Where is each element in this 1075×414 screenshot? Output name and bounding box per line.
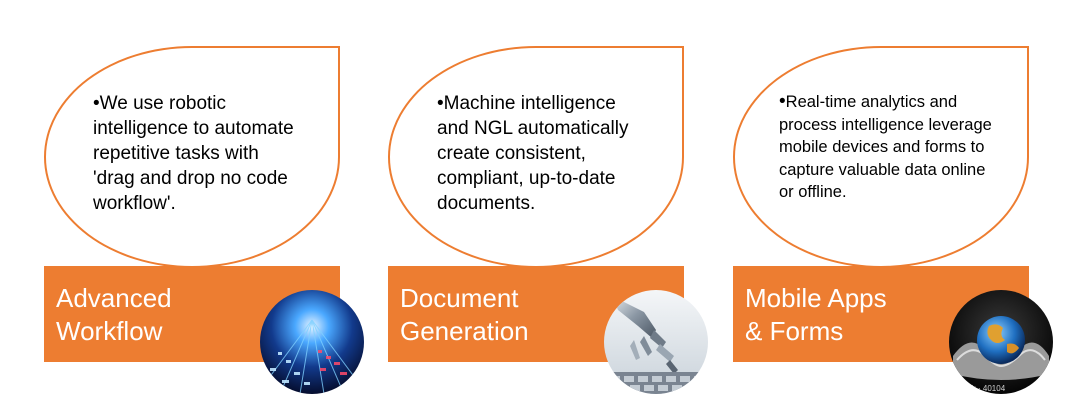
card-document-generation: •Machine intelligence and NGL automatica… — [388, 0, 733, 414]
speech-bubble: •We use robotic intelligence to automate… — [44, 46, 340, 268]
description: Machine intelligence and NGL automatical… — [437, 93, 629, 214]
description: Real-time analytics and process intellig… — [779, 93, 992, 201]
title-line-1: Mobile Apps — [745, 283, 887, 313]
card-title: Document Generation — [400, 282, 529, 348]
description: We use robotic intelligence to automate … — [93, 93, 294, 214]
bullet: • — [779, 91, 786, 112]
title-line-2: Generation — [400, 316, 529, 346]
bubble-text: •Real-time analytics and process intelli… — [779, 91, 994, 204]
card-advanced-workflow: •We use robotic intelligence to automate… — [44, 0, 389, 414]
bullet: • — [93, 93, 100, 114]
data-stream-icon — [260, 290, 364, 394]
speech-bubble: •Machine intelligence and NGL automatica… — [388, 46, 684, 268]
speech-bubble: •Real-time analytics and process intelli… — [733, 46, 1029, 268]
title-line-2: Workflow — [56, 316, 163, 346]
card-title: Mobile Apps & Forms — [745, 282, 887, 348]
title-line-1: Advanced — [56, 283, 172, 313]
card-mobile-apps-forms: •Real-time analytics and process intelli… — [733, 0, 1075, 414]
robot-hand-icon — [604, 290, 708, 394]
title-line-2: & Forms — [745, 316, 844, 346]
bubble-text: •We use robotic intelligence to automate… — [93, 91, 303, 216]
title-line-1: Document — [400, 283, 519, 313]
bullet: • — [437, 93, 444, 114]
card-title: Advanced Workflow — [56, 282, 172, 348]
image-watermark: erstock · 40104 — [950, 384, 1006, 393]
bubble-text: •Machine intelligence and NGL automatica… — [437, 91, 647, 216]
globe-in-hands-icon: erstock · 40104 — [949, 290, 1053, 394]
